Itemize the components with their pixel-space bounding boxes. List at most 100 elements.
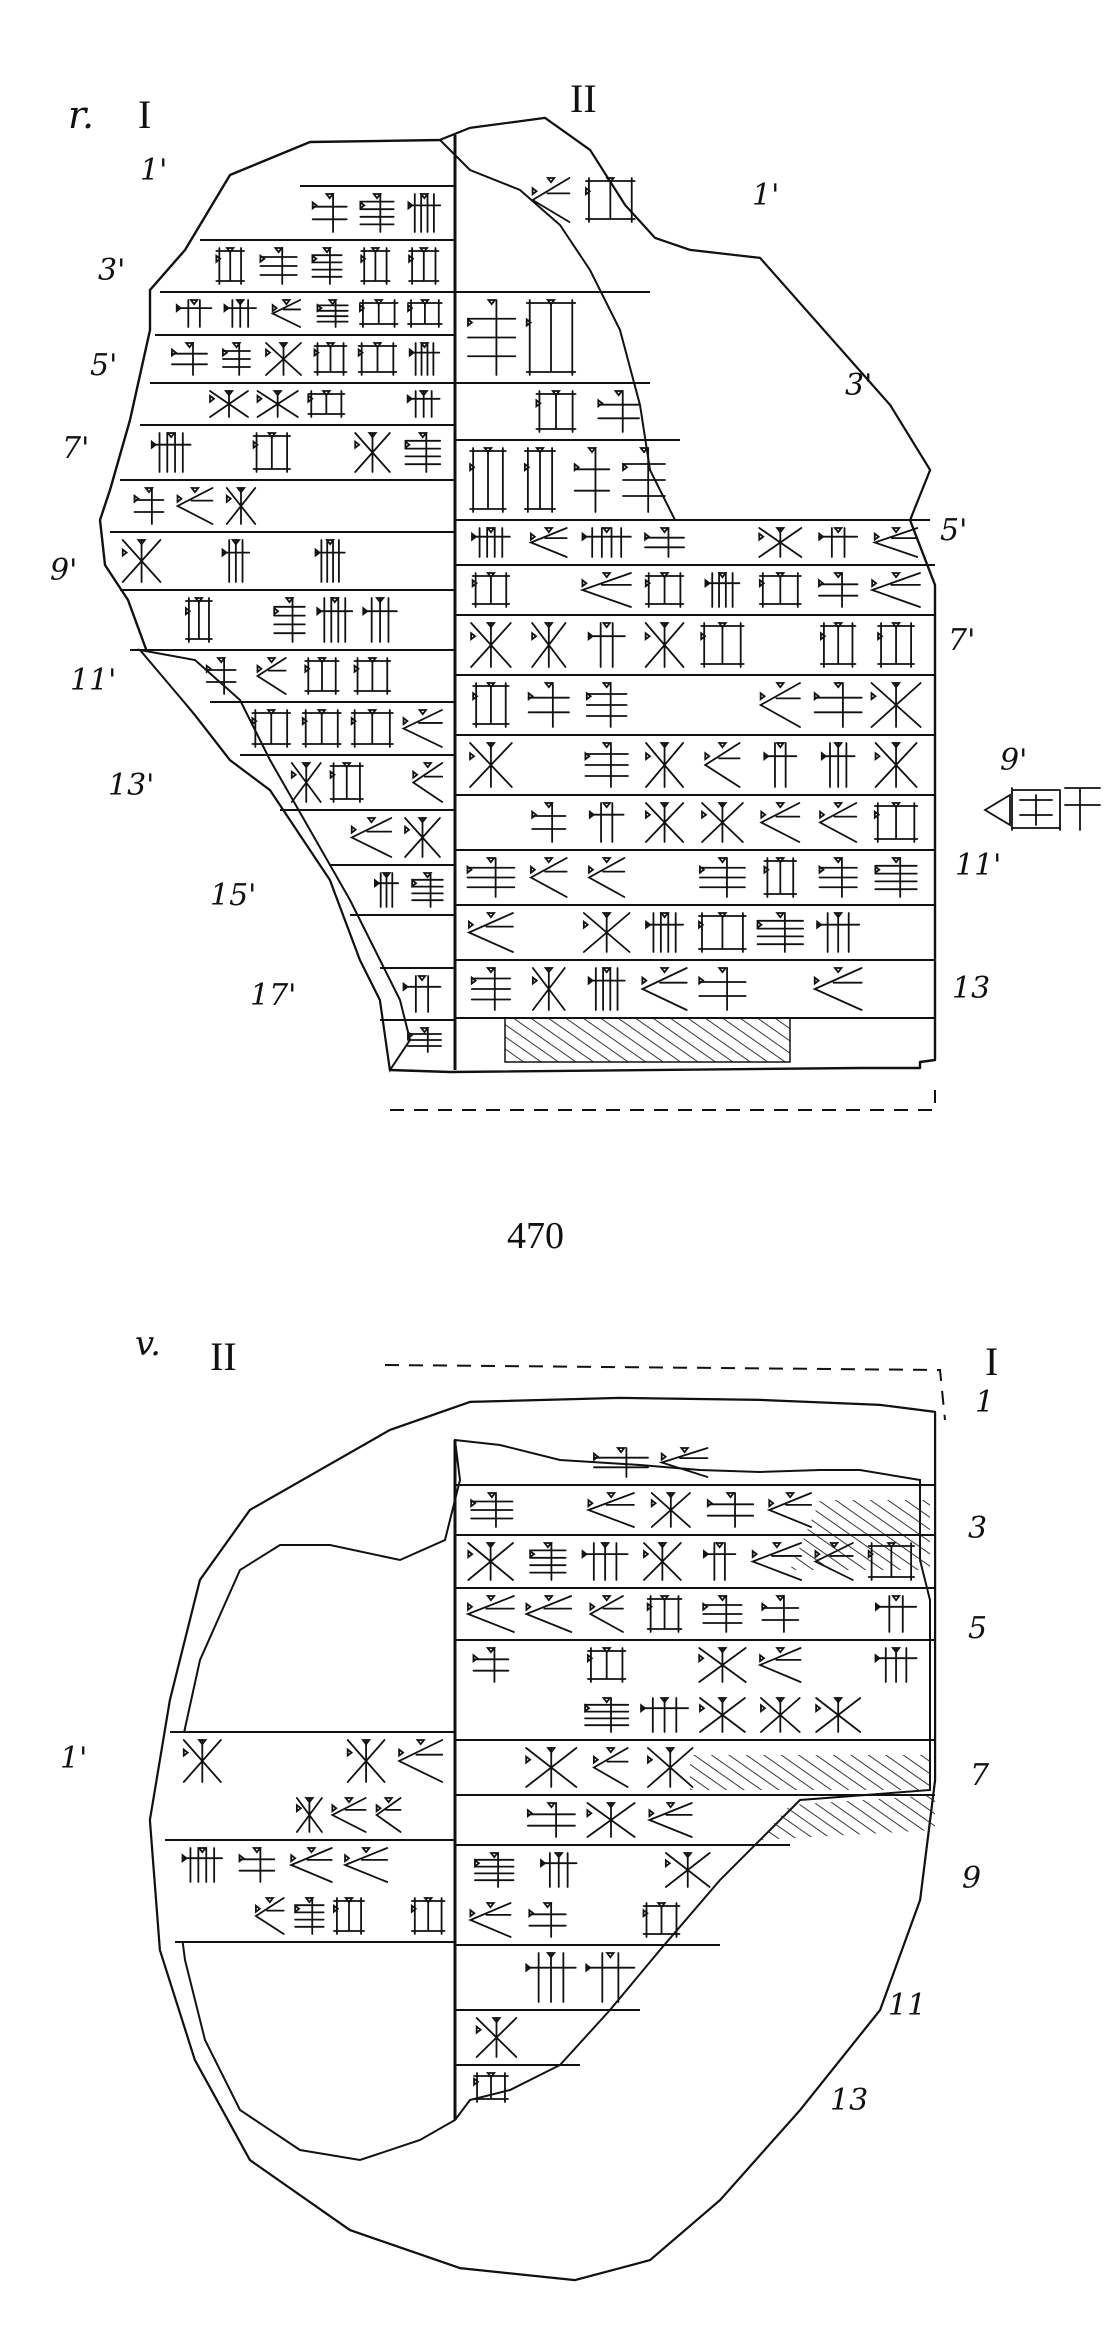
cuneiform-sign xyxy=(408,342,441,376)
cuneiform-sign xyxy=(525,1952,577,2003)
reverse-side-label: v. xyxy=(135,1324,161,1364)
cuneiform-sign xyxy=(330,1797,367,1833)
cuneiform-sign xyxy=(184,597,213,643)
cuneiform-sign xyxy=(584,1697,630,1733)
cuneiform-sign xyxy=(645,742,684,788)
cuneiform-sign xyxy=(644,622,685,668)
cuneiform-sign xyxy=(360,247,391,285)
obverse-side-label: r. xyxy=(68,93,94,137)
reverse-reconstructed-edge xyxy=(384,1364,946,1421)
cuneiform-sign xyxy=(406,390,441,418)
cuneiform-sign xyxy=(531,967,566,1011)
reverse-col2-gap xyxy=(170,1732,455,1942)
line-number: 5 xyxy=(968,1611,987,1646)
cuneiform-sign xyxy=(701,802,744,843)
cuneiform-sign xyxy=(875,1595,918,1633)
cuneiform-sign xyxy=(759,802,801,843)
cuneiform-sign xyxy=(215,247,245,285)
cuneiform-sign xyxy=(465,1595,515,1633)
line-number: 15' xyxy=(210,878,256,913)
cuneiform-sign xyxy=(525,1747,578,1788)
cuneiform-sign xyxy=(350,709,394,748)
cuneiform-sign xyxy=(758,682,801,728)
cuneiform-sign xyxy=(587,967,626,1011)
cuneiform-sign xyxy=(469,742,513,788)
cuneiform-sign xyxy=(316,597,354,643)
cuneiform-sign xyxy=(698,1647,747,1683)
line-number: 9' xyxy=(50,553,77,588)
cuneiform-sign xyxy=(252,432,291,473)
cuneiform-sign xyxy=(349,817,393,858)
cuneiform-sign xyxy=(873,802,919,843)
reverse-col1-rulings xyxy=(455,1484,935,2066)
cuneiform-sign xyxy=(587,622,626,668)
obverse-col1-line-numbers: 1' 3' 5' 7' 9' 11' 13' 15' 17' xyxy=(50,153,296,1013)
cuneiform-sign xyxy=(523,447,557,513)
cuneiform-sign xyxy=(311,193,348,233)
cuneiform-sign xyxy=(588,1595,624,1633)
cuneiform-sign xyxy=(133,487,165,525)
line-number: 13 xyxy=(952,971,990,1006)
reverse-col2-rulings xyxy=(165,1731,455,1943)
cuneiform-sign xyxy=(525,299,577,376)
line-number: 7' xyxy=(948,623,975,658)
cuneiform-sign xyxy=(466,857,516,898)
line-number: 3 xyxy=(968,1511,987,1546)
cuneiform-sign xyxy=(175,299,213,328)
cuneiform-sign xyxy=(869,572,921,608)
cuneiform-sign xyxy=(407,193,442,233)
cuneiform-sign xyxy=(290,762,322,803)
cuneiform-sign xyxy=(468,1902,512,1938)
cuneiform-sign xyxy=(251,709,292,748)
cuneiform-sign xyxy=(813,1542,854,1581)
obverse-tablet-outline xyxy=(98,116,937,1074)
obverse-column-II-label: II xyxy=(570,76,597,121)
cuneiform-sign xyxy=(359,193,395,233)
cuneiform-sign xyxy=(699,1697,746,1733)
cuneiform-sign xyxy=(182,1739,222,1783)
cuneiform-sign xyxy=(581,1542,629,1581)
cuneiform-sign xyxy=(530,177,571,223)
cuneiform-sign xyxy=(374,872,399,908)
cuneiform-sign xyxy=(471,572,511,608)
cuneiform-sign xyxy=(304,657,340,695)
line-number: 9 xyxy=(962,1861,981,1896)
cuneiform-sign xyxy=(301,709,342,748)
cuneiform-sign xyxy=(642,1902,681,1938)
cuneiform-sign xyxy=(658,1447,709,1478)
obverse-drawing xyxy=(98,116,937,1111)
cuneiform-sign xyxy=(702,1595,743,1633)
cuneiform-sign xyxy=(295,1797,323,1833)
cuneiform-sign xyxy=(359,299,399,328)
cuneiform-sign xyxy=(466,912,514,953)
cuneiform-sign xyxy=(288,1847,333,1883)
cuneiform-sign xyxy=(527,682,570,728)
cuneiform-sign xyxy=(644,572,685,608)
cuneiform-sign xyxy=(622,447,666,513)
cuneiform-sign xyxy=(573,447,611,513)
reverse-broken-surface xyxy=(148,1396,936,2282)
cuneiform-sign xyxy=(225,487,257,525)
line-number: 13' xyxy=(108,768,154,803)
cuneiform-sign xyxy=(587,1647,627,1683)
cuneiform-sign xyxy=(586,1802,636,1838)
line-number: 5' xyxy=(90,348,117,383)
cuneiform-sign xyxy=(581,527,632,558)
cuneiform-sign xyxy=(647,1747,694,1788)
reverse-column-II-label: II xyxy=(210,1334,237,1379)
reverse-col2-signs xyxy=(181,1739,446,1935)
cuneiform-sign xyxy=(760,1697,801,1733)
line-number: 17' xyxy=(250,978,296,1013)
cuneiform-sign xyxy=(357,342,398,376)
cuneiform-sign xyxy=(643,1542,682,1581)
cuneiform-sign xyxy=(221,539,251,583)
cuneiform-sign xyxy=(867,1542,916,1581)
cuneiform-sign xyxy=(273,597,306,643)
cuneiform-sign xyxy=(526,1802,576,1838)
line-number: 7 xyxy=(970,1758,990,1793)
cuneiform-sign xyxy=(255,657,287,695)
line-number: 3' xyxy=(845,368,872,403)
cuneiform-sign xyxy=(645,802,685,843)
line-number: 5' xyxy=(940,513,967,548)
